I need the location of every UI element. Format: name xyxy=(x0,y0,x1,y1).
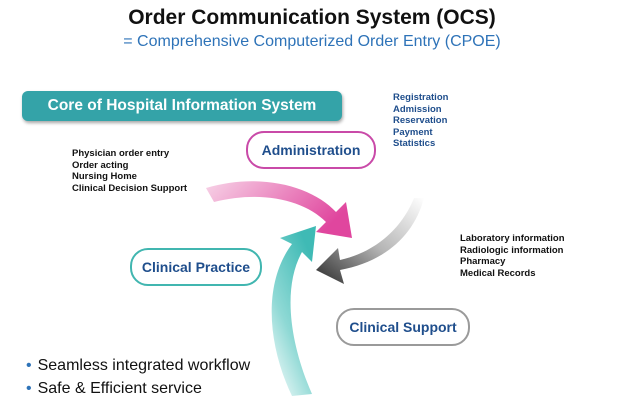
bullet-text: Safe & Efficient service xyxy=(37,380,202,397)
administration-items: Registration Admission Reservation Payme… xyxy=(393,92,448,150)
clinical-practice-node: Clinical Practice xyxy=(130,248,262,286)
administration-item: Statistics xyxy=(393,138,436,149)
clinical-support-node: Clinical Support xyxy=(336,308,470,346)
administration-arrow xyxy=(206,181,352,238)
clinical-support-item: Medical Records xyxy=(460,267,536,279)
core-label-box: Core of Hospital Information System xyxy=(22,91,342,121)
administration-item: Reservation xyxy=(393,115,448,126)
bullet-list: • Seamless integrated workflow • Safe & … xyxy=(26,354,250,400)
diagram-title: Order Communication System (OCS) xyxy=(128,6,496,29)
bullet-icon: • xyxy=(26,380,32,397)
clinical-practice-item: Nursing Home xyxy=(72,171,137,182)
clinical-support-items: Laboratory information Radiologic inform… xyxy=(460,233,565,279)
clinical-practice-item: Physician order entry xyxy=(72,148,170,159)
administration-item: Registration xyxy=(393,92,449,103)
clinical-support-item: Pharmacy xyxy=(460,256,506,267)
clinical-support-item: Radiologic information xyxy=(460,244,564,256)
bullet-item: • Seamless integrated workflow xyxy=(26,354,250,377)
administration-node: Administration xyxy=(246,131,376,169)
clinical-support-arrow xyxy=(316,198,424,284)
bullet-text: Seamless integrated workflow xyxy=(37,357,251,374)
administration-item: Payment xyxy=(393,126,433,138)
clinical-practice-item: Clinical Decision Support xyxy=(72,182,188,194)
bullet-icon: • xyxy=(26,357,32,374)
bullet-item: • Safe & Efficient service xyxy=(26,377,250,400)
clinical-practice-items: Physician order entry Order acting Nursi… xyxy=(72,148,187,194)
clinical-practice-item: Order acting xyxy=(72,159,129,171)
administration-item: Admission xyxy=(393,103,442,115)
clinical-support-item: Laboratory information xyxy=(460,233,565,244)
clinical-practice-arrow xyxy=(271,226,316,396)
diagram-subtitle: = Comprehensive Computerized Order Entry… xyxy=(123,33,501,50)
